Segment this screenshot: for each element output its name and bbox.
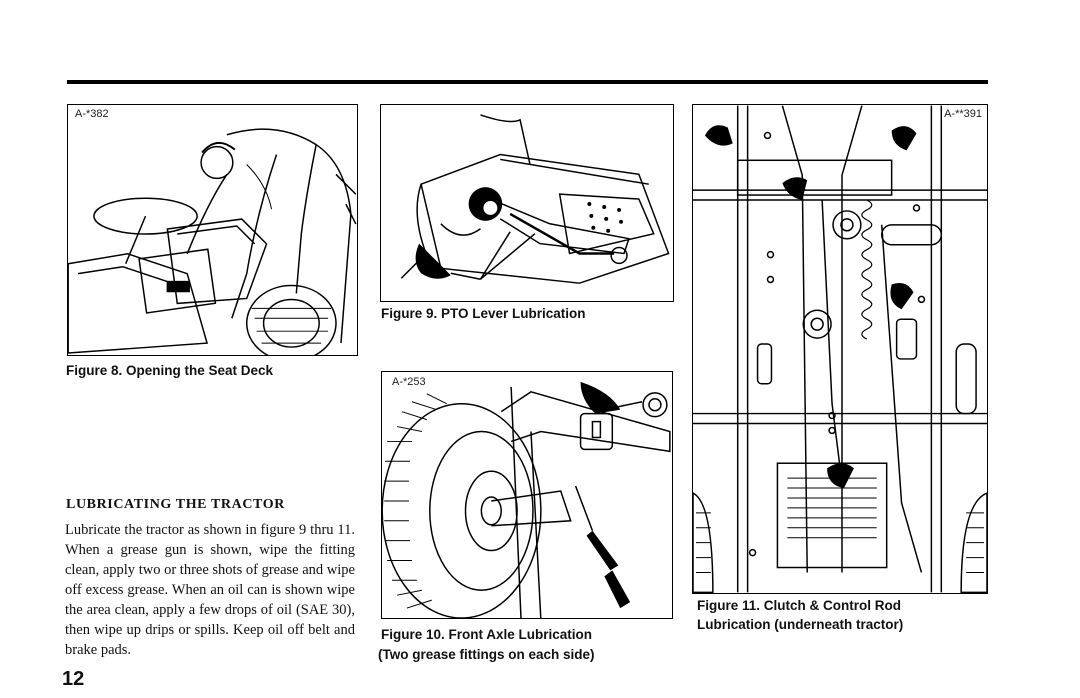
figure-10-caption-line-2: (Two grease fittings on each side) <box>378 647 595 662</box>
figure-10-id: A-*253 <box>390 376 428 388</box>
figure-11-id: A-**391 <box>942 108 984 120</box>
figure-9-illustration <box>380 104 674 302</box>
figure-8-id: A-*382 <box>73 108 111 120</box>
page-number: 12 <box>62 668 85 690</box>
section-body: Lubricate the tractor as shown in figure… <box>65 522 355 658</box>
figure-10-illustration: A-*253 <box>381 371 673 619</box>
figure-11-caption-line-2: Lubrication (underneath tractor) <box>697 617 904 632</box>
figure-9-caption: Figure 9. PTO Lever Lubrication <box>381 306 586 321</box>
figure-8-drawing <box>68 128 357 355</box>
figure-11-caption-line-1: Figure 11. Clutch & Control Rod <box>697 598 902 613</box>
figure-9-drawing <box>400 114 670 284</box>
figure-11-drawing <box>693 105 987 593</box>
figure-8-caption: Figure 8. Opening the Seat Deck <box>66 363 274 378</box>
header-rule <box>67 80 988 84</box>
figure-8-illustration: A-*382 <box>67 104 358 356</box>
figure-10-drawing <box>382 381 671 618</box>
section-heading: LUBRICATING THE TRACTOR <box>66 497 285 512</box>
figure-10-caption-line-1: Figure 10. Front Axle Lubrication <box>381 627 593 642</box>
figure-11-illustration: A-**391 <box>692 104 988 594</box>
